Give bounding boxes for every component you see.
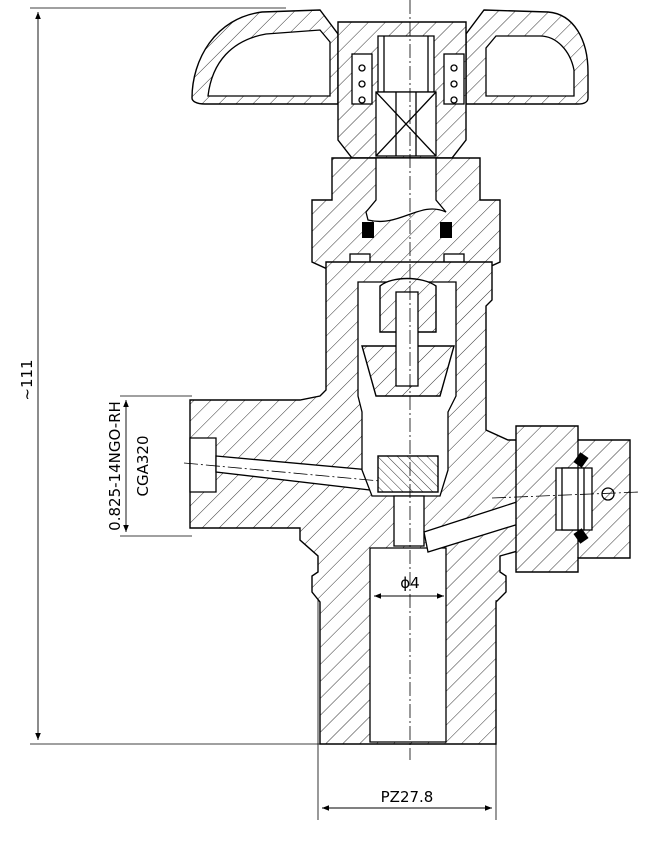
bonnet-nut: [311, 157, 501, 273]
relief-centerline: [491, 491, 641, 499]
outlet-thread-dimension: 0.825-14NGO-RH CGA320: [106, 395, 192, 537]
valve-body: [189, 261, 631, 745]
inlet-thread-dimension: PZ27.8: [317, 600, 497, 820]
outlet-centerline: [183, 462, 381, 482]
overall-height-dimension: ~111: [18, 7, 320, 745]
inlet-thread-label: PZ27.8: [381, 788, 434, 806]
outlet-thread-label: 0.825-14NGO-RH: [106, 401, 124, 531]
overall-height-label: ~111: [18, 359, 36, 400]
bore-diameter-dimension: ϕ4: [374, 574, 444, 599]
outlet-standard-label: CGA320: [134, 436, 152, 497]
bore-diameter-label: ϕ4: [400, 574, 419, 592]
handwheel: [191, 9, 589, 159]
